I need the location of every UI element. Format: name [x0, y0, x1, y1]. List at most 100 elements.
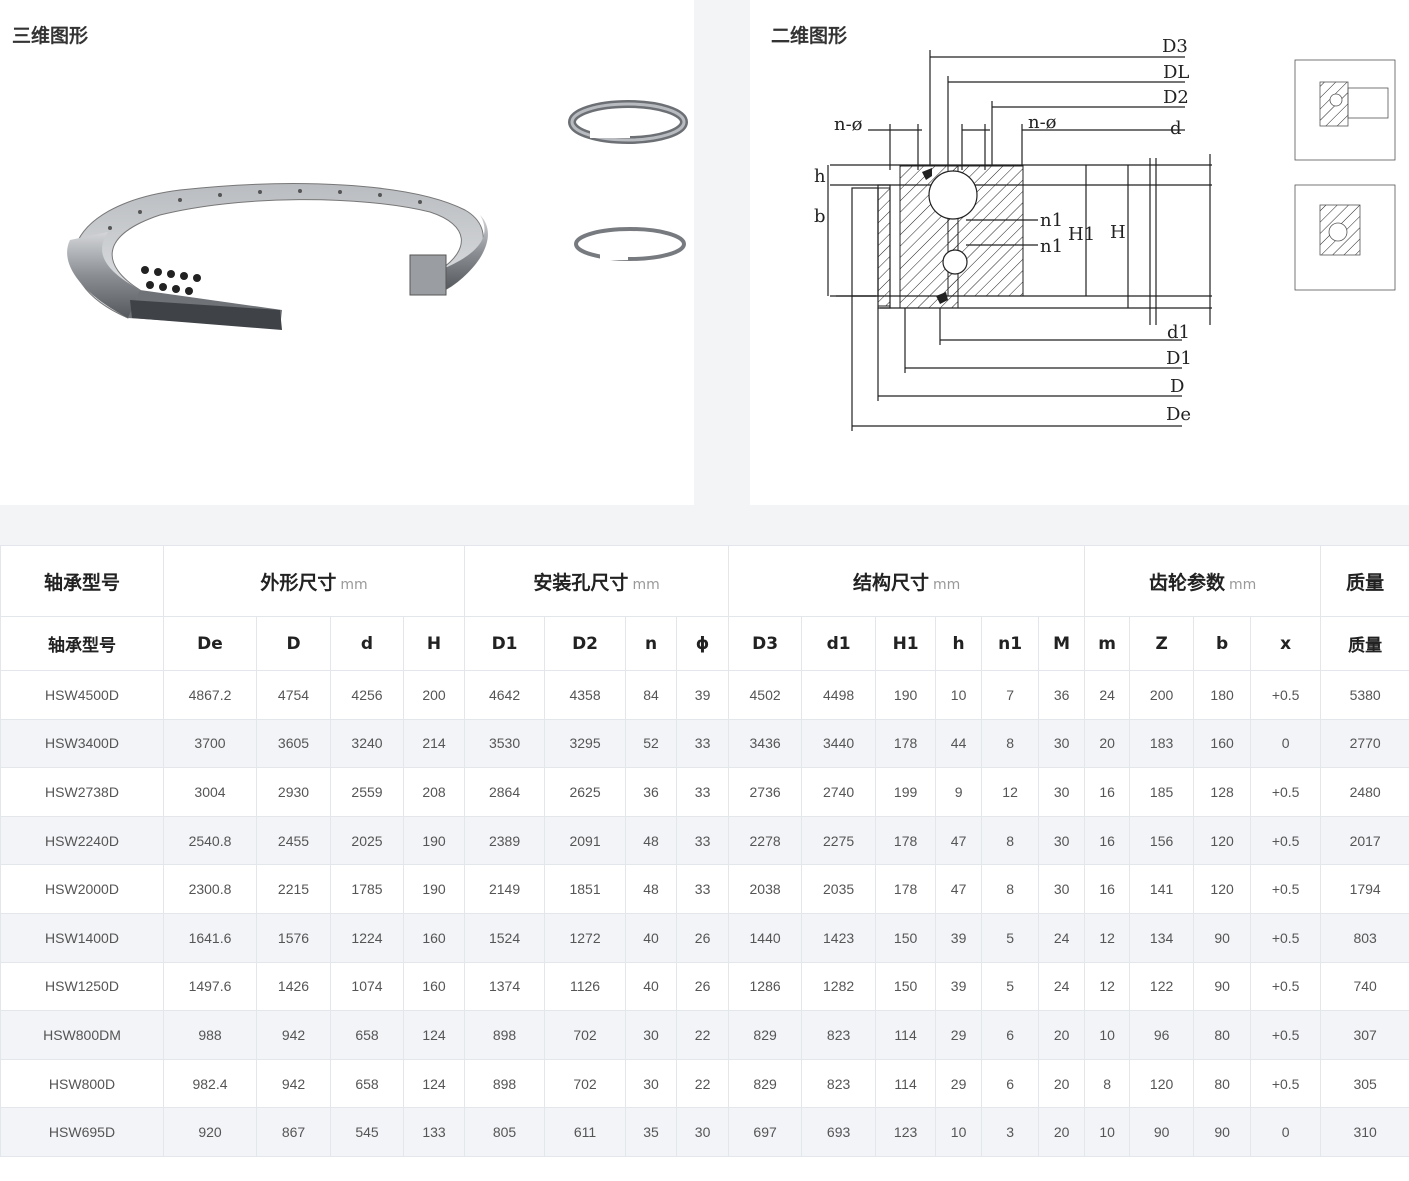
table-cell: 35	[625, 1107, 678, 1157]
label-H1: H1	[1068, 224, 1095, 245]
table-cell: 10	[1084, 1107, 1131, 1157]
table-cell: 0	[1250, 718, 1322, 769]
table-cell: 1126	[544, 961, 627, 1012]
table-cell: 829	[728, 1010, 803, 1060]
label-h: h	[814, 166, 826, 187]
table-cell: 16	[1084, 864, 1131, 914]
table-cell: 867	[256, 1107, 331, 1157]
model-cell: HSW1400D	[0, 912, 164, 963]
table-cell: 24	[1038, 912, 1086, 963]
table-cell: 5	[981, 912, 1040, 963]
model-cell: HSW2738D	[0, 767, 164, 817]
model-cell: HSW3400D	[0, 718, 164, 769]
table-cell: 1641.6	[163, 912, 257, 963]
table-cell: 190	[875, 670, 937, 720]
table-cell: 178	[875, 815, 937, 866]
table-cell: 1794	[1320, 864, 1409, 914]
table-cell: 1785	[330, 864, 404, 914]
column-header: D3	[728, 616, 803, 671]
table-cell: 44	[935, 718, 983, 769]
table-cell: 4502	[728, 670, 803, 720]
label-DL: DL	[1163, 62, 1189, 83]
bearing-3d-render	[67, 100, 688, 330]
table-cell: 29	[935, 1058, 983, 1109]
table-cell: 47	[935, 815, 983, 866]
column-header: d1	[801, 616, 877, 671]
table-cell: 2389	[464, 815, 546, 866]
table-cell: +0.5	[1250, 767, 1322, 817]
table-cell: 22	[676, 1058, 730, 1109]
table-cell: 3240	[330, 718, 404, 769]
label-d: d	[1170, 118, 1182, 139]
table-cell: 1440	[728, 912, 803, 963]
column-header: x	[1250, 616, 1322, 671]
table-cell: 3605	[256, 718, 331, 769]
table-cell: 10	[935, 670, 983, 720]
table-cell: 120	[1193, 815, 1252, 866]
table-cell: 134	[1129, 912, 1195, 963]
table-cell: 740	[1320, 961, 1409, 1012]
table-cell: 2455	[256, 815, 331, 866]
label-D3: D3	[1162, 36, 1188, 57]
table-cell: 7	[981, 670, 1040, 720]
table-cell: 200	[402, 670, 466, 720]
table-cell: 4754	[256, 670, 331, 720]
table-cell: 26	[676, 912, 730, 963]
table-cell: 2625	[544, 767, 627, 817]
table-cell: 2035	[801, 864, 877, 914]
table-cell: 16	[1084, 815, 1131, 866]
table-cell: 3	[981, 1107, 1040, 1157]
table-cell: 84	[625, 670, 678, 720]
table-cell: 90	[1193, 912, 1252, 963]
table-cell: 48	[625, 864, 678, 914]
table-cell: 305	[1320, 1058, 1409, 1109]
table-cell: 33	[676, 718, 730, 769]
table-cell: 898	[464, 1058, 546, 1109]
table-cell: 823	[801, 1010, 877, 1060]
table-cell: 1286	[728, 961, 803, 1012]
table-cell: 160	[1193, 718, 1252, 769]
table-cell: 4642	[464, 670, 546, 720]
three-d-panel: 三维图形	[0, 0, 694, 505]
table-cell: 2017	[1320, 815, 1409, 866]
table-cell: 80	[1193, 1010, 1252, 1060]
table-cell: 123	[875, 1107, 937, 1157]
column-header: 轴承型号	[0, 616, 164, 671]
table-cell: 20	[1038, 1058, 1086, 1109]
table-cell: 33	[676, 815, 730, 866]
table-cell: 40	[625, 912, 678, 963]
table-cell: 160	[402, 912, 466, 963]
model-cell: HSW1250D	[0, 961, 164, 1012]
table-cell: 3436	[728, 718, 803, 769]
table-cell: 702	[544, 1058, 627, 1109]
table-cell: 2770	[1320, 718, 1409, 769]
table-cell: 120	[1129, 1058, 1195, 1109]
table-cell: 1426	[256, 961, 331, 1012]
table-cell: 128	[1193, 767, 1252, 817]
table-cell: 982.4	[163, 1058, 257, 1109]
model-cell: HSW695D	[0, 1107, 164, 1157]
table-cell: 30	[1038, 815, 1086, 866]
table-cell: 2149	[464, 864, 546, 914]
column-header: D1	[464, 616, 546, 671]
table-cell: 39	[935, 961, 983, 1012]
label-n1-bottom: n1	[1040, 236, 1063, 257]
table-cell: 10	[935, 1107, 983, 1157]
table-cell: 920	[163, 1107, 257, 1157]
table-cell: +0.5	[1250, 670, 1322, 720]
table-cell: 10	[1084, 1010, 1131, 1060]
drawings-area: 三维图形	[0, 0, 1409, 505]
section-gap	[0, 505, 1409, 545]
table-cell: 150	[875, 912, 937, 963]
